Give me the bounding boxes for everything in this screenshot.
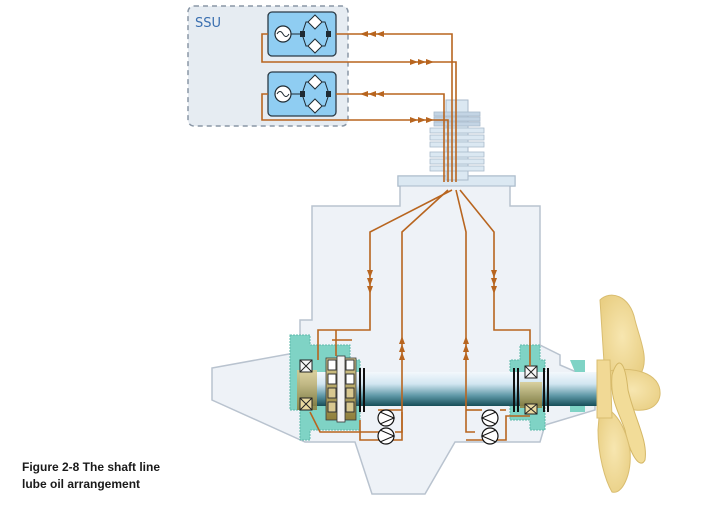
ssu-unit-2 — [267, 71, 337, 117]
caption-line-2: lube oil arrangement — [22, 477, 141, 491]
propeller — [596, 294, 661, 493]
valve-icon — [326, 31, 331, 37]
thruster-housing — [211, 175, 596, 495]
pipe-up-aft — [455, 189, 475, 433]
pipe-supply-2 — [261, 93, 449, 182]
ssu-label: SSU — [195, 16, 221, 31]
pump-pair-forward — [377, 409, 396, 445]
caption-line-1: Figure 2-8 The shaft line — [22, 460, 161, 474]
ssu-unit-1 — [267, 11, 337, 57]
filter-icon — [307, 14, 323, 30]
pipe-return-2 — [336, 93, 445, 182]
pump-pair-aft — [480, 409, 499, 445]
filter-icon — [307, 38, 323, 54]
figure-caption: Figure 2-8 The shaft line lube oil arran… — [22, 459, 160, 493]
pipe-down-aft — [459, 189, 531, 366]
pump-icon — [377, 427, 396, 445]
pump-icon — [480, 409, 499, 427]
valve-icon — [300, 91, 305, 97]
lube-oil-pipes — [261, 33, 531, 441]
pump-icon — [480, 427, 499, 445]
valve-icon — [300, 31, 305, 37]
pipe-down-forward — [317, 189, 453, 360]
pump-icon — [377, 409, 396, 427]
forward-bearing-assembly — [297, 355, 365, 423]
pipe-up-forward — [395, 189, 449, 433]
filter-icon — [307, 74, 323, 90]
pipe-supply-1 — [261, 33, 457, 182]
flow-arrows — [360, 31, 497, 360]
valve-icon — [326, 91, 331, 97]
filter-icon — [307, 98, 323, 114]
slip-ring-stack — [429, 99, 485, 181]
aft-bearing-assembly — [513, 365, 549, 415]
